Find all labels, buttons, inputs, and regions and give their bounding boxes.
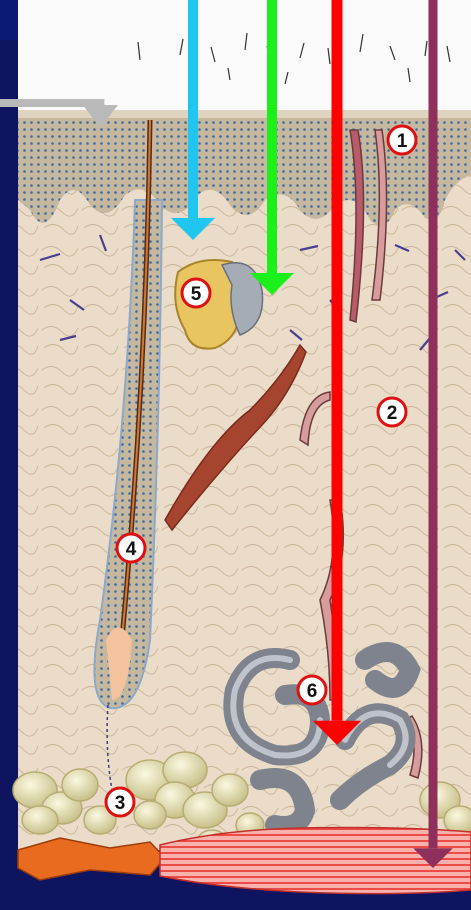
muscle-layer-red — [160, 828, 471, 894]
marker-1-label: 1 — [397, 131, 408, 152]
marker-6-label: 6 — [307, 681, 318, 702]
marker-2: 2 — [378, 398, 406, 426]
marker-2-label: 2 — [387, 403, 398, 424]
marker-5: 5 — [182, 279, 210, 307]
marker-3-label: 3 — [115, 793, 126, 814]
marker-5-label: 5 — [191, 284, 202, 305]
marker-3: 3 — [106, 788, 134, 816]
marker-1: 1 — [388, 126, 416, 154]
marker-4-label: 4 — [126, 539, 137, 560]
marker-4: 4 — [117, 534, 145, 562]
marker-6: 6 — [298, 676, 326, 704]
